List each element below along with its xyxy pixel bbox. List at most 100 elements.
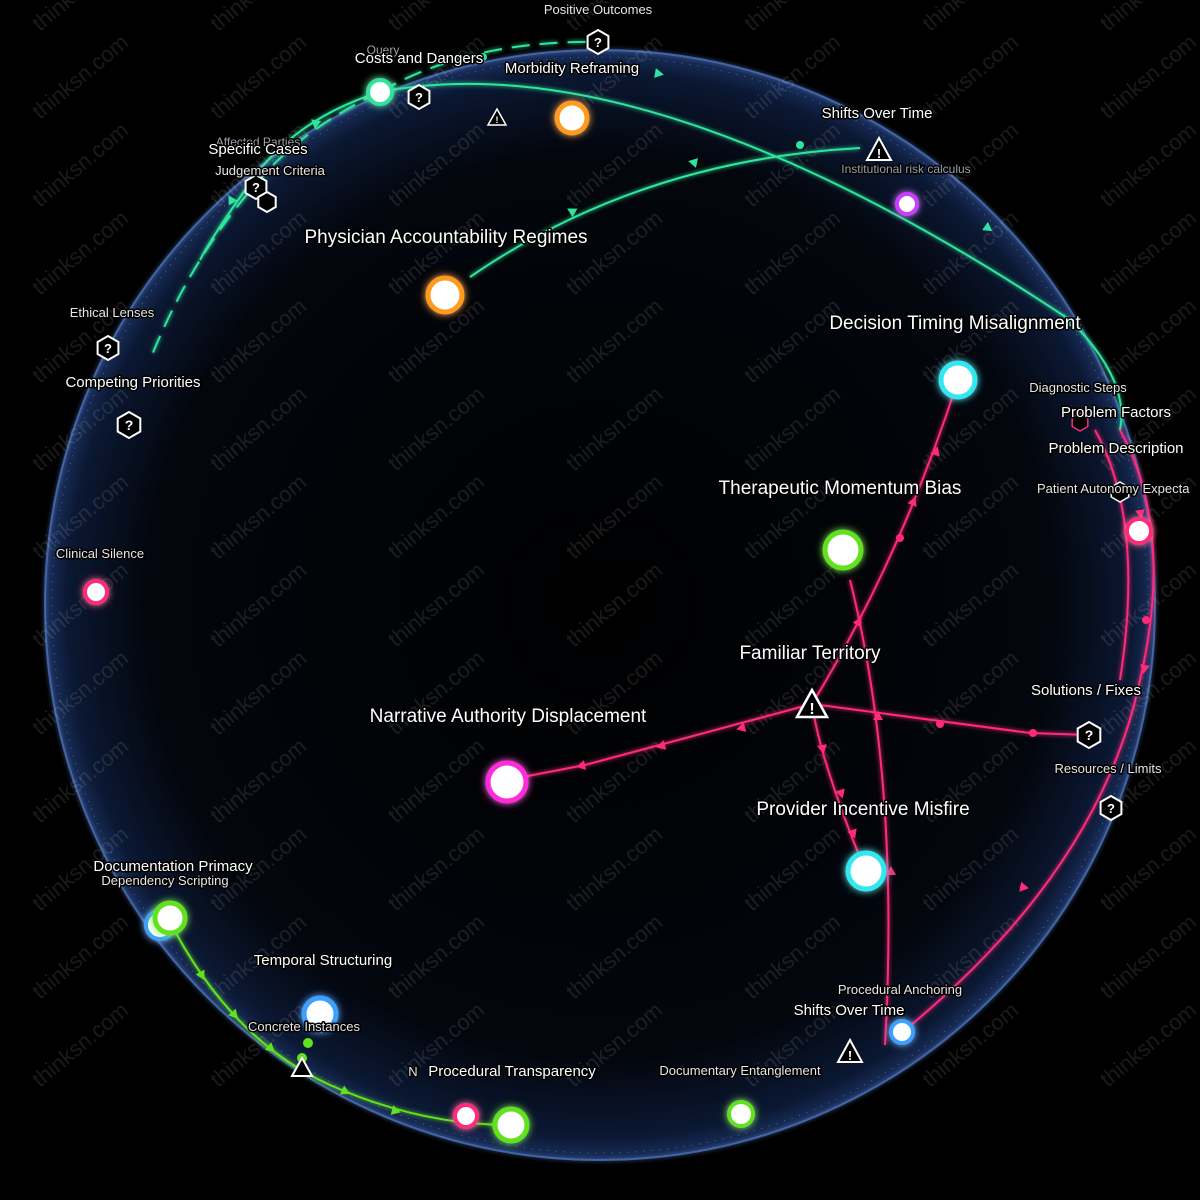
question-hex-icon[interactable]: ? [116,410,142,440]
node-orb[interactable] [845,850,887,892]
arrow [688,158,699,168]
node-narrative-authority[interactable] [485,760,529,804]
arrow [656,740,667,750]
arrow [264,1042,275,1052]
node-clinical-silence[interactable] [83,579,109,605]
watermark-text: thinksn.com [1095,997,1200,1092]
arrow [228,195,238,206]
edge-physician-shifts [469,147,861,278]
label-positive-outcomes: Positive Outcomes [544,2,653,17]
node-decision-timing[interactable] [938,360,978,400]
node-orb[interactable] [1125,517,1153,545]
node-institutional-risk[interactable] [895,192,919,216]
node-orb[interactable] [83,579,109,605]
node-orb[interactable] [301,995,339,1033]
watermark-text: thinksn.com [27,205,133,300]
warning-triangle-icon[interactable]: ! [794,687,830,719]
arrow [1140,664,1150,674]
node-therapeutic-momentum[interactable] [822,529,864,571]
node-physician-accountability[interactable] [425,275,465,315]
edge-dot [479,53,487,61]
arrow [886,866,896,875]
label-narrative-authority: Narrative Authority Displacement [370,706,647,727]
arrow [982,221,993,232]
label-provider-incentive: Provider Incentive Misfire [756,799,969,820]
arrow [835,788,845,799]
arrow [817,744,827,754]
question-hex-icon[interactable]: ? [96,334,120,362]
node-morbidity-reframing[interactable] [554,100,590,136]
node-orb[interactable] [485,760,529,804]
question-hex-icon[interactable]: ? [244,173,268,201]
node-patient-autonomy[interactable] [1125,517,1153,545]
arrow [1135,509,1145,519]
question-hex-icon[interactable]: ? [1076,720,1102,750]
question-hex-icon[interactable]: ? [586,28,610,56]
watermark-text: thinksn.com [27,29,133,124]
watermark-text: thinksn.com [27,997,133,1092]
label-resources-limits: Resources / Limits [1055,761,1162,776]
pink-arrows [576,446,1150,892]
question-hex-icon[interactable] [257,190,277,214]
question-hex-icon[interactable]: ? [407,83,431,111]
question-hex-icon[interactable] [1110,481,1130,503]
arrow [311,119,322,129]
question-hex-icon[interactable] [1071,412,1089,432]
question-hex-icon[interactable]: ? [1099,794,1123,822]
node-n-prefix[interactable] [453,1103,479,1129]
svg-text:?: ? [252,180,260,195]
warning-triangle-icon[interactable]: ! [836,1037,864,1063]
svg-text:?: ? [104,341,112,356]
label-familiar-territory: Familiar Territory [739,643,881,664]
label-institutional-risk: Institutional risk calculus [841,162,970,176]
node-orb[interactable] [554,100,590,136]
edge-diagnostic-solutions [1094,429,1130,681]
node-orb[interactable] [152,900,188,936]
node-temporal-structuring[interactable] [301,995,339,1033]
watermark-text: thinksn.com [1095,821,1200,916]
label-judgement-criteria: Judgement Criteria [215,163,326,178]
edge-dot [1029,729,1037,737]
node-documentation-primacy[interactable] [152,900,188,936]
warning-triangle-icon[interactable]: ! [865,135,893,161]
label-problem-description: Problem Description [1048,440,1183,457]
label-specific-cases: Specific Cases [208,141,307,158]
label-therapeutic-momentum: Therapeutic Momentum Bias [719,478,962,499]
watermark-text: thinksn.com [27,117,133,212]
label-temporal-structuring: Temporal Structuring [254,952,392,969]
node-orb[interactable] [889,1019,915,1045]
node-orb[interactable] [492,1106,530,1144]
warning-triangle-icon[interactable]: ! [486,107,508,126]
svg-text:?: ? [125,417,134,433]
edge-problem-procedural [904,429,1155,1031]
node-procedural-transparency[interactable] [492,1106,530,1144]
arrow [873,711,883,720]
labels: Positive Outcomes Query Costs and Danger… [54,1,1191,1082]
label-procedural-anchoring: Procedural Anchoring [838,982,962,997]
lime-edges [167,917,511,1126]
node-orb[interactable] [727,1100,755,1128]
arrow [576,760,587,770]
node-orb[interactable] [366,78,394,106]
node-documentary-entanglement[interactable] [727,1100,755,1128]
label-n-prefix: N [408,1064,417,1079]
node-orb[interactable] [822,529,864,571]
node-orb[interactable] [895,192,919,216]
node-orb[interactable] [938,360,978,400]
warning-triangle-icon[interactable] [290,1055,314,1077]
watermark-text: thinksn.com [27,909,133,1004]
node-costs-and-dangers[interactable] [366,78,394,106]
node-orb[interactable] [425,275,465,315]
node-procedural-anchoring[interactable] [889,1019,915,1045]
arrow [228,1008,238,1019]
watermark-text: thinksn.com [205,29,311,124]
edge-dot [1142,616,1150,624]
label-affected-parties: Affected Parties [216,135,301,149]
watermark-text: thinksn.com [1095,909,1200,1004]
label-problem-factors: Problem Factors [1061,404,1171,421]
label-costs-and-dangers: Costs and Dangers [355,50,483,67]
svg-text:?: ? [594,35,602,50]
node-orb[interactable] [453,1103,479,1129]
node-provider-incentive[interactable] [845,850,887,892]
